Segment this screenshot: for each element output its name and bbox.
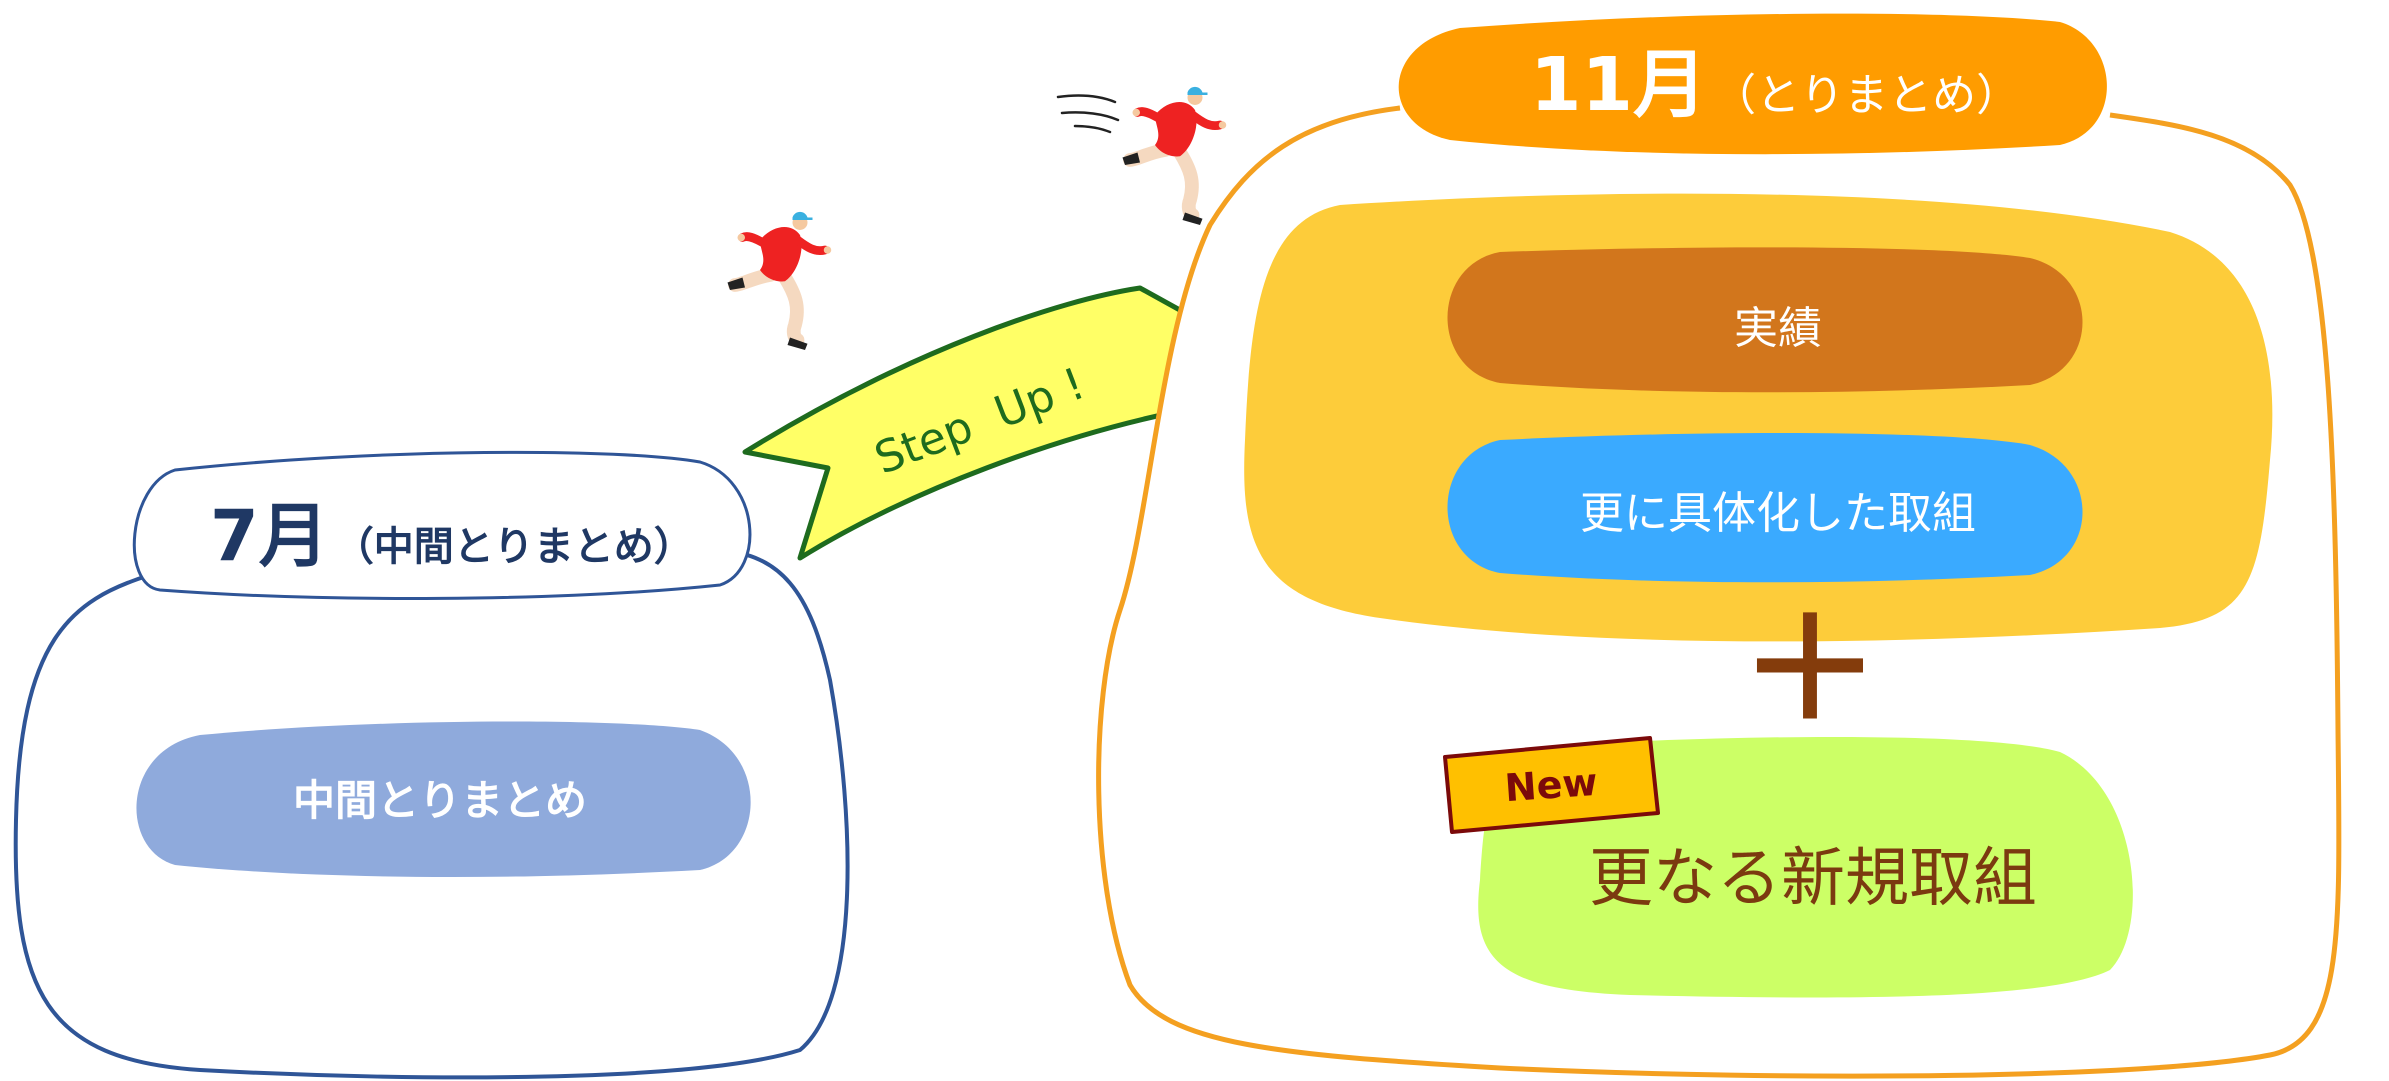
left-group: 7月 （中間とりまとめ） 中間とりまとめ <box>13 450 850 1080</box>
left-month-title: 7月 （中間とりまとめ） <box>210 495 694 577</box>
left-pill-label: 中間とりまとめ <box>293 776 587 825</box>
runner-figure-1 <box>727 211 832 350</box>
step-up-banner: Step Up ! <box>742 285 1228 561</box>
running-man-icon <box>1122 86 1227 225</box>
plus-symbol: ＋ <box>1740 589 1880 752</box>
new-badge-label: New <box>1503 760 1599 810</box>
concrete-initiative-label: 更に具体化した取組 <box>1580 488 1976 539</box>
runner-figure-2 <box>1122 86 1227 225</box>
right-group: 11月 （とりまとめ） 実績 更に具体化した取組 ＋ 更なる新規取組 New <box>1096 13 2342 1079</box>
speed-lines-icon <box>1056 94 1120 134</box>
right-title-bubble <box>1398 13 2107 155</box>
right-month-title: 11月 （とりまとめ） <box>1530 42 2020 128</box>
left-pill <box>136 721 751 877</box>
left-month-subtitle: （中間とりまとめ） <box>334 524 694 570</box>
new-initiative-label: 更なる新規取組 <box>1589 842 2037 916</box>
right-month-number: 11月 <box>1530 42 1707 128</box>
left-month-number: 7月 <box>210 495 329 577</box>
left-title-bubble <box>132 450 752 600</box>
results-label: 実績 <box>1734 303 1822 354</box>
right-month-subtitle: （とりまとめ） <box>1712 70 2020 121</box>
results-pill <box>1447 247 2083 393</box>
new-badge: New <box>1443 736 1660 834</box>
running-man-icon <box>727 211 832 350</box>
new-badge-shape <box>1443 736 1660 834</box>
concrete-initiative-pill <box>1447 433 2083 583</box>
